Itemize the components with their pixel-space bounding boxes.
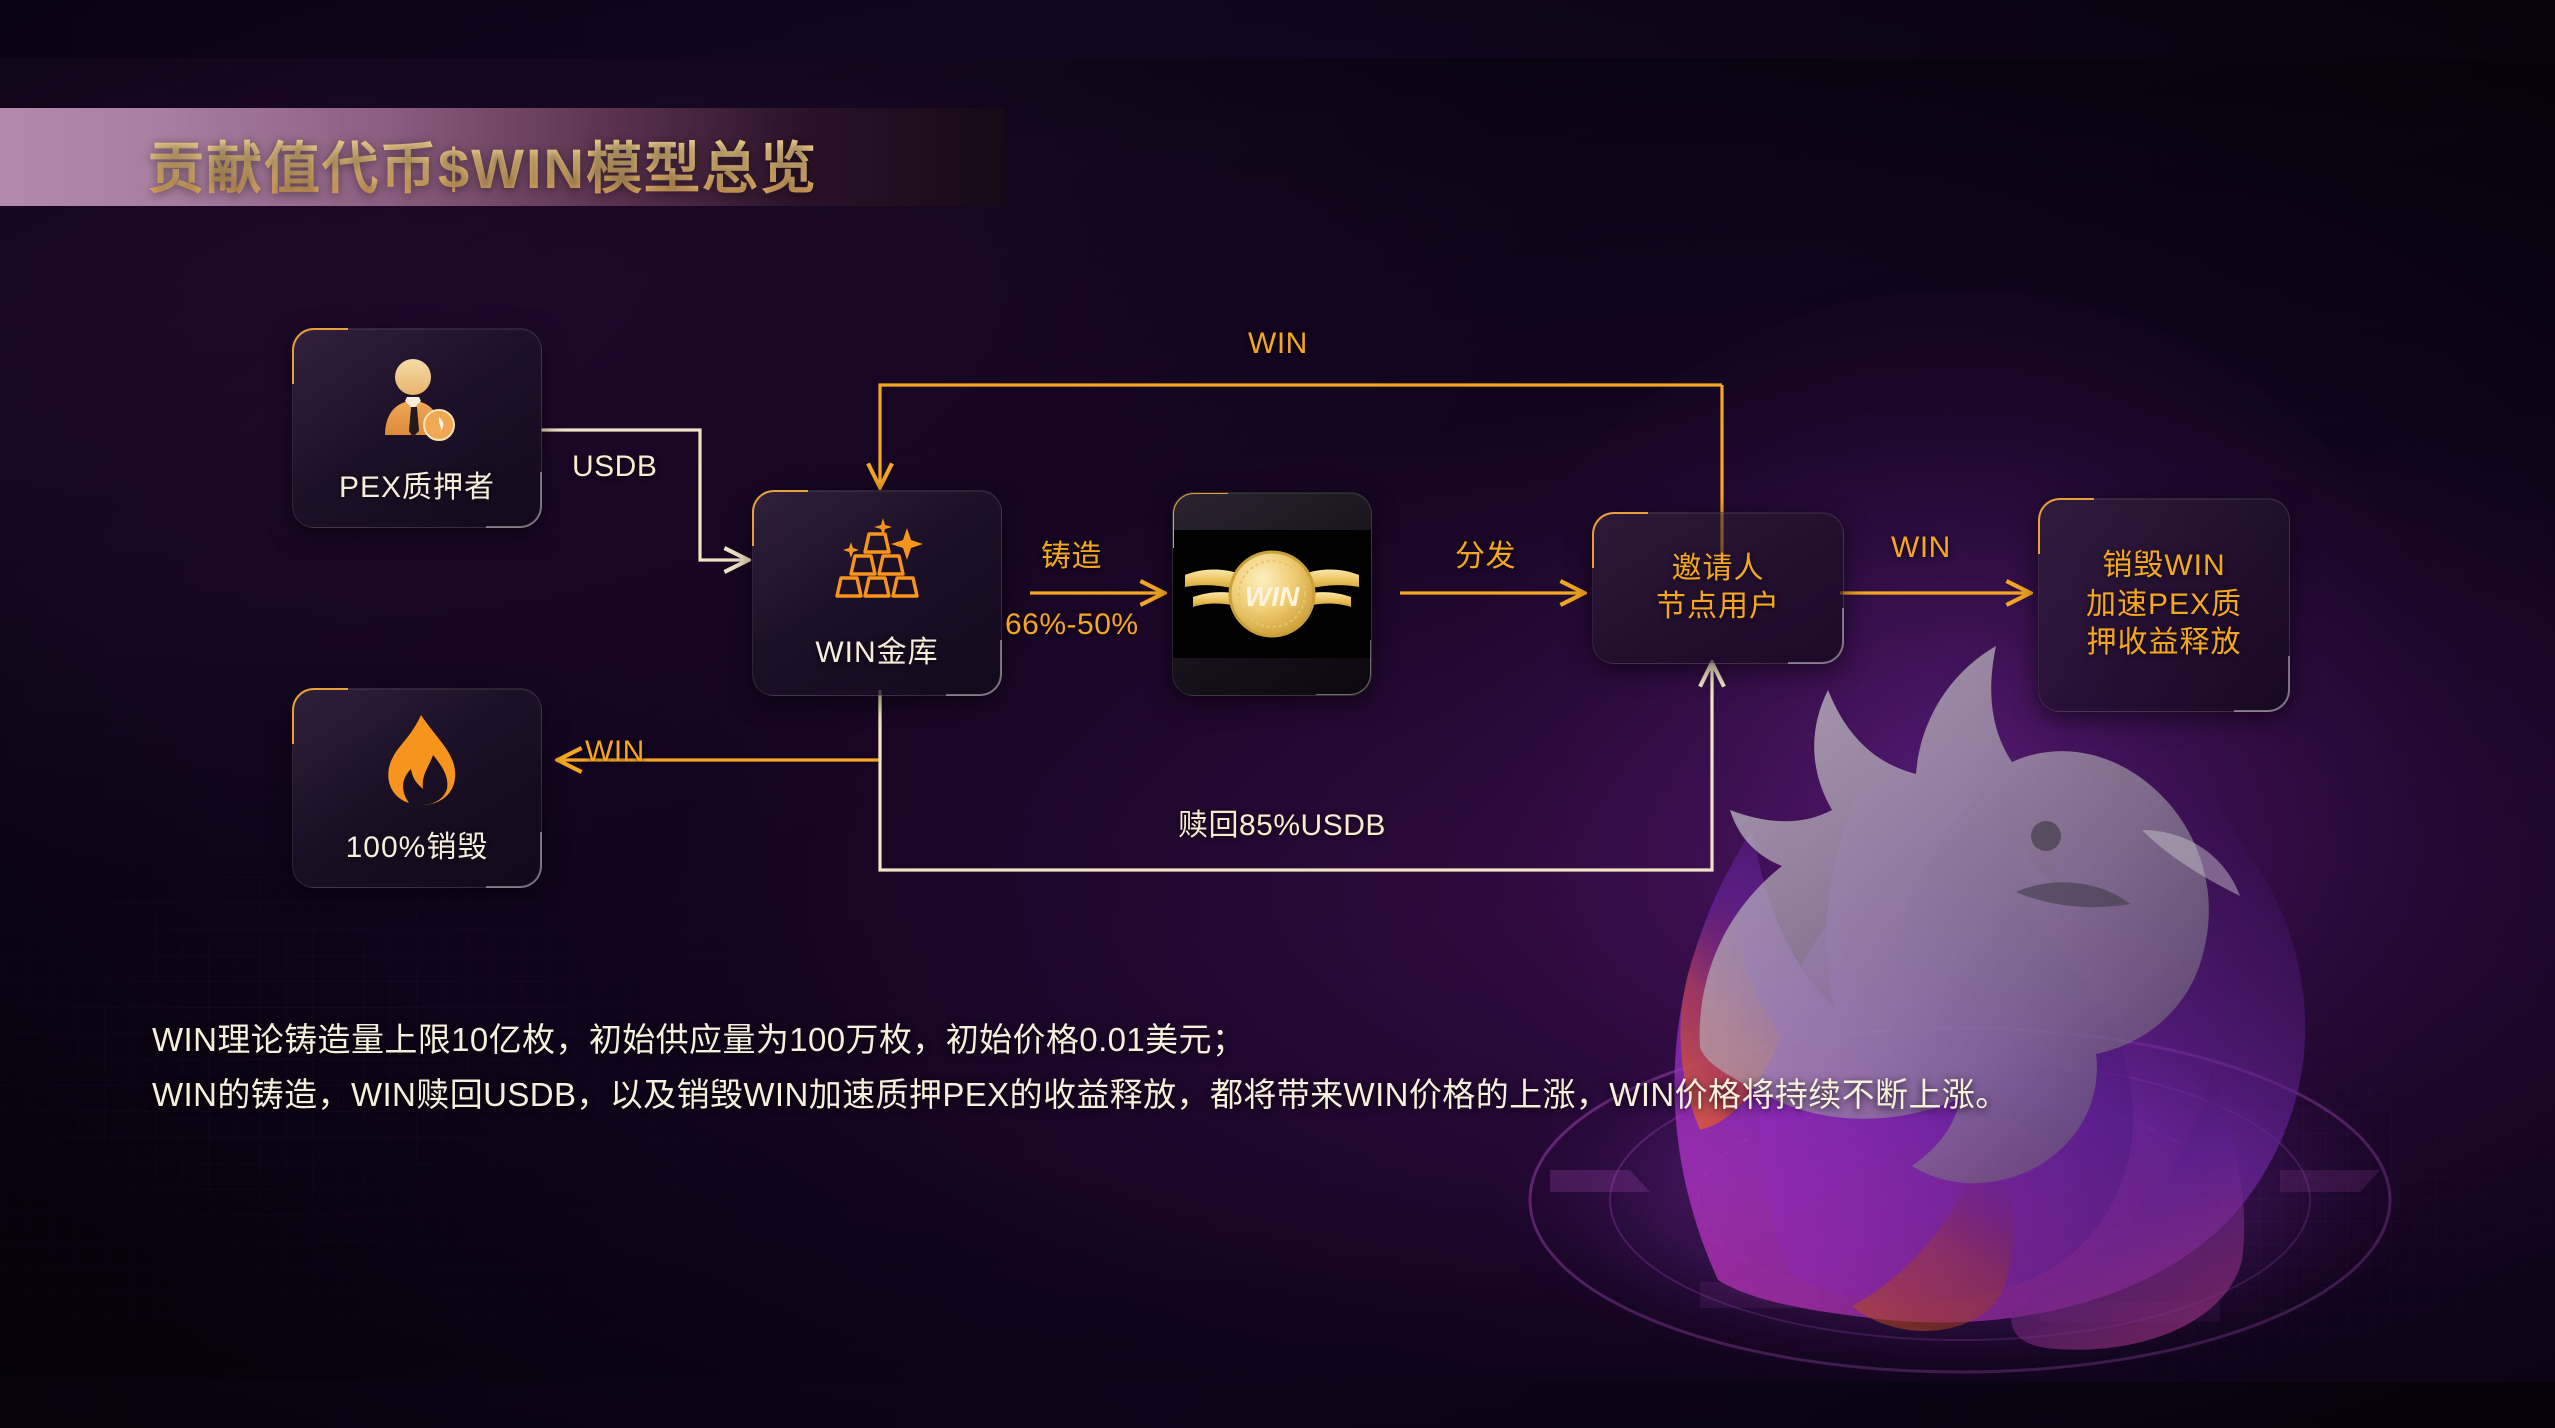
winged-win-coin-icon: WIN: [1173, 530, 1371, 658]
edge-label-win-top: WIN: [1248, 327, 1308, 360]
node-win-vault[interactable]: WIN金库: [752, 490, 1002, 696]
node-label: 100%销毁: [345, 830, 489, 864]
footnote-line-2: WIN的铸造，WIN赎回USDB，以及销毁WIN加速质押PEX的收益释放，都将带…: [152, 1076, 2009, 1114]
node-pex-staker[interactable]: PEX质押者: [292, 328, 542, 528]
edge-label-usdb: USDB: [572, 450, 658, 483]
edge-label-mint-rate: 66%-50%: [1005, 608, 1139, 641]
edge-label-distribute: 分发: [1455, 540, 1516, 573]
svg-text:WIN: WIN: [1245, 581, 1300, 612]
user-stake-icon: [369, 351, 465, 452]
node-label: WIN金库: [815, 635, 939, 669]
title-banner: [0, 108, 1005, 206]
node-label-line2: 节点用户: [1656, 590, 1780, 623]
node-label-line2: 加速PEX质: [2085, 587, 2243, 621]
node-label-line3: 押收益释放: [2086, 626, 2242, 660]
node-burn-accelerate[interactable]: 销毁WIN 加速PEX质 押收益释放: [2038, 498, 2290, 712]
footnote-line-1: WIN理论铸造量上限10亿枚，初始供应量为100万枚，初始价格0.01美元；: [152, 1021, 1246, 1058]
flame-icon: [371, 711, 463, 812]
node-burn-100[interactable]: 100%销毁: [292, 688, 542, 888]
gold-bars-icon: [821, 516, 933, 617]
edge-label-win-burn: WIN: [585, 735, 645, 768]
edge-label-win-accel: WIN: [1891, 531, 1951, 564]
node-inviter-node-user[interactable]: 邀请人 节点用户: [1592, 512, 1844, 664]
footnote-block: WIN理论铸造量上限10亿枚，初始供应量为100万枚，初始价格0.01美元； W…: [152, 1012, 2432, 1123]
node-label-line1: 销毁WIN: [2102, 549, 2226, 583]
node-label-line1: 邀请人: [1671, 551, 1765, 585]
node-win-coin[interactable]: WIN: [1172, 492, 1372, 696]
edge-label-redeem: 赎回85%USDB: [1178, 809, 1386, 842]
page-title: 贡献值代币$WIN模型总览: [148, 124, 818, 205]
edge-label-mint: 铸造: [1041, 540, 1102, 573]
node-label: PEX质押者: [338, 470, 496, 504]
